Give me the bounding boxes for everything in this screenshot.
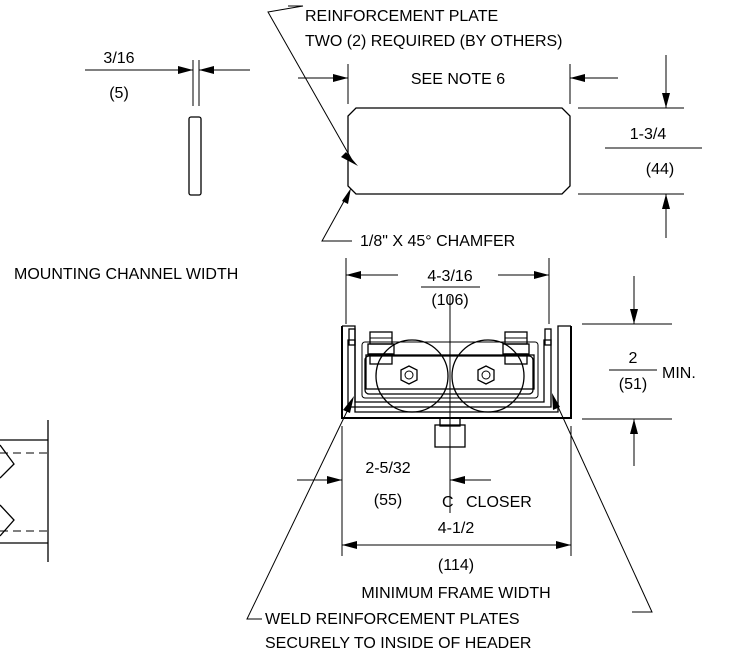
min-label: MIN. [662, 365, 696, 382]
closer-label: CLOSER [466, 494, 532, 511]
reinforcement-plate-detail: SEE NOTE 6 REINFORCEMENT PLATE TWO (2) R… [267, 5, 702, 250]
closer-pinion-right [451, 339, 525, 413]
partial-frame-section [0, 420, 49, 562]
plate-thickness-detail: 3/16 (5) [85, 50, 250, 196]
frame-width-mm: (114) [438, 557, 474, 574]
plate-height-mm: (44) [646, 161, 674, 178]
weld-note-line1: WELD REINFORCEMENT PLATES [265, 611, 520, 628]
reinforcement-plate-note-2: TWO (2) REQUIRED (BY OTHERS) [305, 33, 563, 50]
closer-offset-in: 2-5/32 [365, 460, 410, 477]
channel-width-dimension: MOUNTING CHANNEL WIDTH 4-3/16 (106) [14, 258, 550, 324]
plate-thickness-mm: (5) [109, 85, 129, 102]
plate-side-view [188, 116, 202, 196]
minimum-frame-width-label: MINIMUM FRAME WIDTH [361, 585, 550, 602]
header-section [341, 325, 572, 448]
see-note-label: SEE NOTE 6 [411, 71, 505, 88]
plate-thickness-in: 3/16 [103, 50, 134, 67]
hex-bolt-left [400, 365, 418, 385]
closer-offset-mm: (55) [374, 492, 402, 509]
reinforcement-plate-note-1: REINFORCEMENT PLATE [305, 8, 498, 25]
channel-width-in: 4-3/16 [427, 268, 472, 285]
reinforcement-plate-right-section [544, 328, 552, 346]
closer-pinion-left [375, 339, 449, 413]
plate-height-in: 1-3/4 [630, 126, 667, 143]
frame-depth-mm: (51) [619, 376, 647, 393]
centerline-symbol: C [442, 490, 454, 513]
reinforcement-plate [347, 107, 571, 195]
weld-note-line2: SECURELY TO INSIDE OF HEADER [265, 635, 531, 652]
closer-offset-dimension: 2-5/32 (55) C CLOSER [297, 426, 532, 556]
reinforcement-plate-left-section [348, 328, 356, 346]
mounting-channel-width-label: MOUNTING CHANNEL WIDTH [14, 266, 238, 283]
frame-depth-in: 2 [629, 350, 638, 367]
chamfer-note: 1/8" X 45° CHAMFER [360, 233, 515, 250]
frame-depth-dimension: 2 (51) MIN. [582, 276, 696, 466]
mounting-channel [347, 339, 552, 408]
frame-width-dimension: 4-1/2 (114) [342, 426, 572, 574]
centerline-letter: C [442, 494, 454, 511]
hex-bolt-right [477, 365, 495, 385]
weld-note: WELD REINFORCEMENT PLATES SECURELY TO IN… [246, 393, 653, 652]
closer-body [364, 355, 534, 395]
frame-width-in: 4-1/2 [438, 520, 475, 537]
